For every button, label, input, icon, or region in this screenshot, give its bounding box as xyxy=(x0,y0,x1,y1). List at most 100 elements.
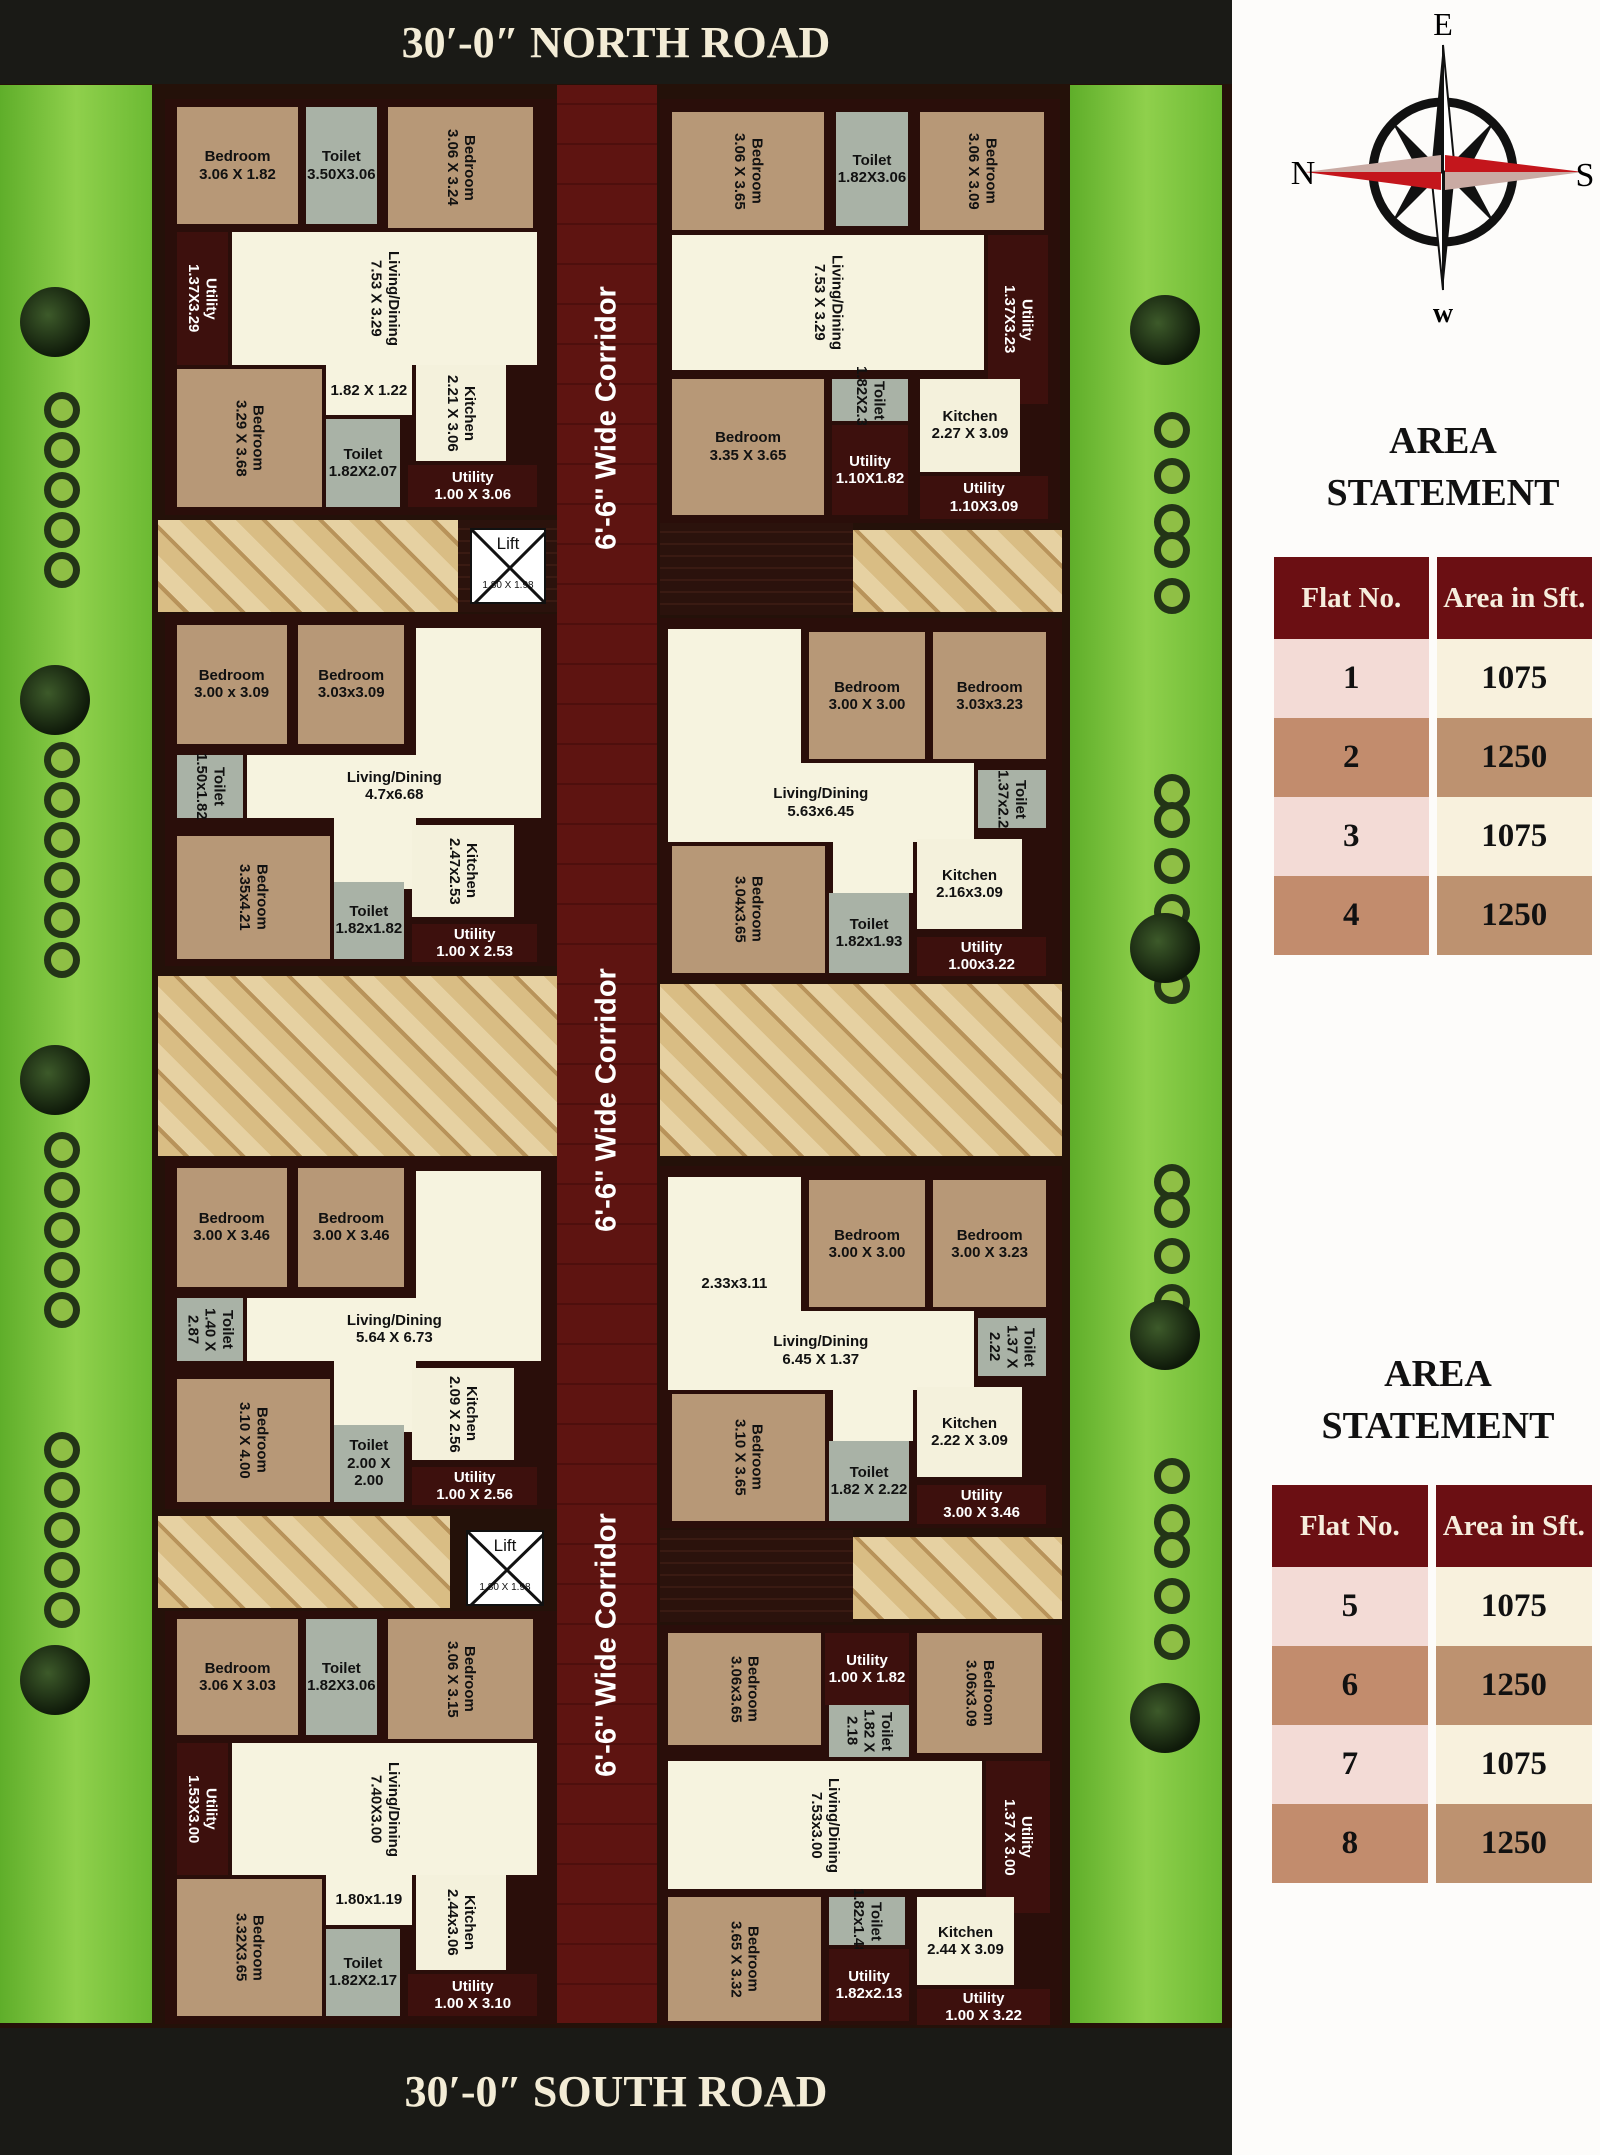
staircase xyxy=(660,523,853,615)
room-dimensions: 7.40X3.00 xyxy=(367,1775,385,1844)
room-dimensions: 2.33x3.11 xyxy=(701,1275,768,1293)
room-dimensions: 1.00x3.22 xyxy=(948,956,1015,974)
room-dimensions: 1.82X2.17 xyxy=(328,1972,398,1990)
lobby-band xyxy=(158,1516,450,1608)
lift-2: Lift 1.80 X 1.98 xyxy=(466,1530,544,1606)
shrub-icon xyxy=(1154,802,1190,838)
room-name: Utility xyxy=(202,277,220,320)
area-sft-cell: 1075 xyxy=(1435,1567,1592,1646)
room-name: Bedroom xyxy=(198,667,265,685)
room-dimensions: 2.47x2.53 xyxy=(445,837,463,905)
room-dimensions: 1.80x1.19 xyxy=(335,1891,403,1909)
room-name: Utility xyxy=(453,925,496,943)
lobby-band xyxy=(158,520,458,612)
lift-label: Lift xyxy=(496,534,520,553)
room-name: Bedroom xyxy=(318,1210,385,1228)
room-dimensions: 1.37x2.2 xyxy=(994,769,1012,829)
shrub-icon xyxy=(1154,1624,1190,1660)
room-name: Bedroom xyxy=(979,1660,997,1726)
room-name: Living/Dining xyxy=(773,785,869,803)
tree-icon xyxy=(20,287,90,357)
room-dimensions: 3.06 X 3.24 xyxy=(443,129,461,206)
shrub-icon xyxy=(1154,1458,1190,1494)
room-dimensions: 7.53 X 3.29 xyxy=(367,260,385,338)
shrub-icon xyxy=(1154,458,1190,494)
room-name: Bedroom xyxy=(461,134,479,201)
room-dimensions: 3.03x3.23 xyxy=(956,695,1023,713)
compass-east: E xyxy=(1433,6,1453,42)
room-dimensions: 3.32X3.65 xyxy=(232,1913,250,1982)
room-dimensions: 1.37X3.23 xyxy=(1001,285,1018,354)
central-corridor xyxy=(557,85,657,2023)
shrub-icon xyxy=(44,862,80,898)
shrub-icon xyxy=(44,1212,80,1248)
room-label: 1.82 X 1.22 xyxy=(330,382,407,399)
room-dimensions: 2.44x3.06 xyxy=(443,1889,461,1957)
room-dimensions: 1.00 X 1.82 xyxy=(828,1669,906,1686)
room-name: Toilet xyxy=(321,1659,361,1677)
room-name: Toilet xyxy=(349,902,389,920)
room-name: Bedroom xyxy=(461,1646,479,1713)
area-sft-cell: 1075 xyxy=(1436,797,1592,876)
room-dimensions: 1.50x1.82 xyxy=(193,753,211,820)
shrub-icon xyxy=(1154,1578,1190,1614)
left-garden-strip xyxy=(0,85,152,2023)
area-sft-cell: 1250 xyxy=(1435,1646,1592,1725)
header-area: Area in Sft. xyxy=(1436,557,1592,639)
room-name: Toilet xyxy=(877,1711,895,1751)
room-name: Bedroom xyxy=(744,1656,762,1722)
room-name: Utility xyxy=(846,1651,888,1669)
corridor-label: 6'-6" Wide Corridor xyxy=(590,968,623,1232)
room-dimensions: 1.00 X 3.22 xyxy=(945,2007,1022,2024)
courtyard-left xyxy=(158,976,557,1156)
room-dimensions: 1.00 X 3.10 xyxy=(434,1995,512,2013)
room-name: Bedroom xyxy=(715,429,781,447)
room-name: Kitchen xyxy=(937,1923,993,1941)
room-name: Bedroom xyxy=(198,1210,265,1228)
room-name: Kitchen xyxy=(461,1895,479,1951)
compass-rose-icon: E N S w xyxy=(1291,6,1595,329)
shrub-icon xyxy=(44,822,80,858)
room-dimensions: 3.00 X 3.00 xyxy=(828,695,906,713)
lift-cross-icon xyxy=(472,530,544,602)
